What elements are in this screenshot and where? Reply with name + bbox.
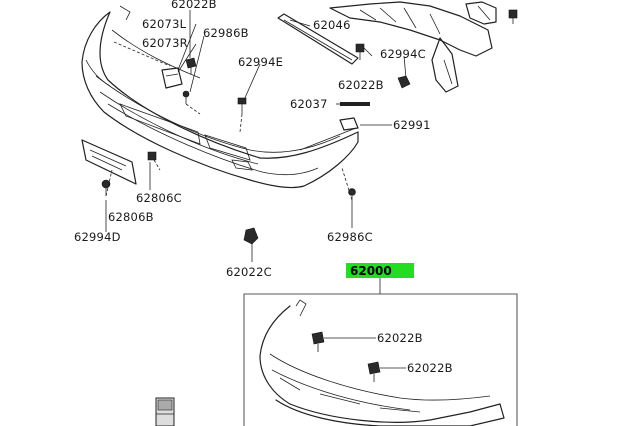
bolt-top-right — [508, 9, 518, 24]
screw-62994e — [237, 97, 247, 114]
screw-62986b — [182, 90, 190, 104]
label-62000[interactable]: 62000 — [350, 264, 392, 278]
label-62022b-box2[interactable]: 62022B — [407, 361, 453, 375]
label-62986c[interactable]: 62986C — [327, 230, 373, 244]
clip-62994c — [397, 75, 411, 89]
assembly-box — [243, 293, 518, 426]
label-62991[interactable]: 62991 — [393, 118, 431, 132]
label-62994c[interactable]: 62994C — [380, 47, 426, 61]
screw-62986c — [348, 188, 356, 214]
clip-62022b-mid — [355, 43, 365, 60]
upper-strip-62046[interactable] — [277, 13, 359, 65]
bumper-reinforcement[interactable] — [329, 1, 497, 93]
label-62022c[interactable]: 62022C — [226, 265, 272, 279]
label-62994d[interactable]: 62994D — [74, 230, 121, 244]
touch-up-paint-icon — [155, 397, 175, 426]
label-62994e[interactable]: 62994E — [238, 55, 283, 69]
label-62073l[interactable]: 62073L — [142, 17, 187, 31]
label-62806c[interactable]: 62806C — [136, 191, 182, 205]
bumper-assembly-62000[interactable] — [259, 299, 505, 426]
rod-62037 — [340, 101, 370, 107]
label-62037[interactable]: 62037 — [290, 97, 328, 111]
label-62986b[interactable]: 62986B — [203, 26, 249, 40]
leader-lines — [105, 10, 407, 294]
label-62073r[interactable]: 62073R — [142, 36, 188, 50]
bracket-62073 — [161, 67, 183, 89]
clip-62022b-box2 — [367, 361, 381, 382]
label-62022b-mid[interactable]: 62022B — [338, 78, 384, 92]
clip-62022b-box1 — [311, 331, 325, 352]
label-62806b[interactable]: 62806B — [108, 210, 154, 224]
clip-62806b — [147, 151, 157, 161]
front-bumper-cover[interactable] — [81, 5, 359, 189]
highlight-62000 — [346, 263, 414, 278]
alignment-lines — [105, 41, 353, 201]
license-bracket[interactable] — [81, 139, 137, 185]
label-62046[interactable]: 62046 — [313, 18, 351, 32]
clip-62022c — [243, 227, 259, 245]
screw-62994d — [101, 179, 111, 196]
label-62022b-box1[interactable]: 62022B — [377, 331, 423, 345]
leaders-box — [324, 337, 406, 369]
label-62022b-top[interactable]: 62022B — [171, 0, 217, 11]
clip-62022b-top — [185, 57, 197, 74]
pad-62991 — [339, 117, 359, 131]
